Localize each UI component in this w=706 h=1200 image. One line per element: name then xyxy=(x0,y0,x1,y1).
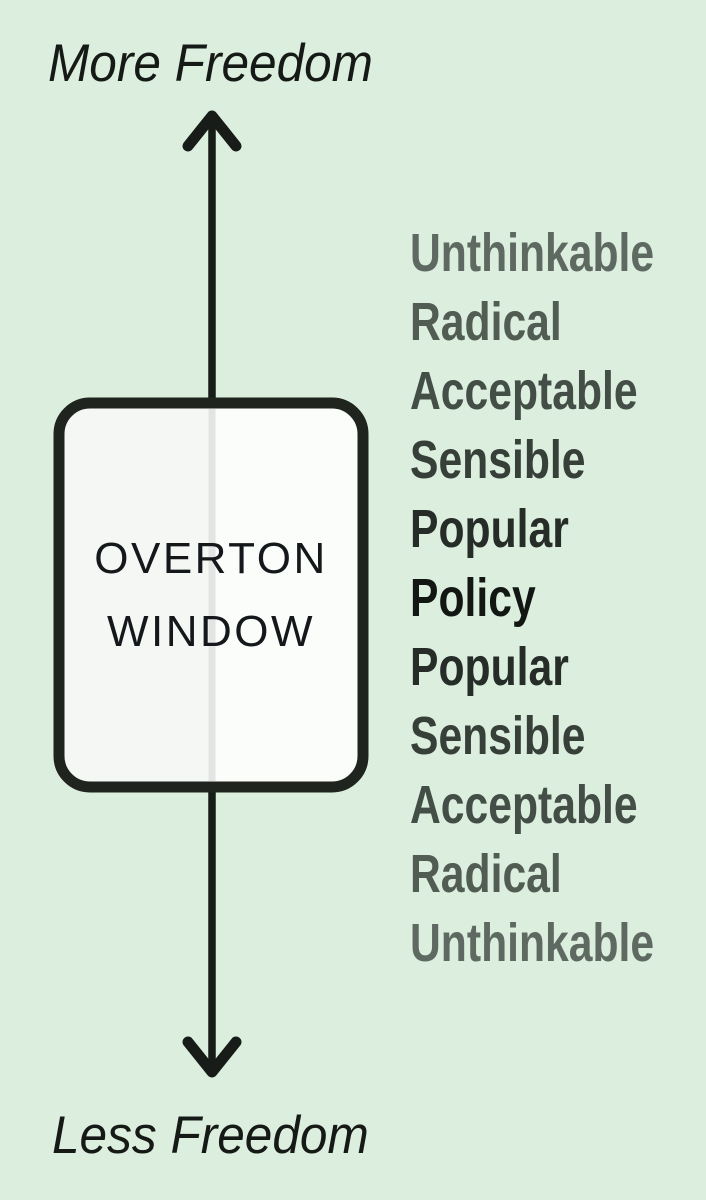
scale-word-label: Sensible xyxy=(410,430,586,490)
arrow-down-icon xyxy=(182,1036,242,1078)
scale-word-label: Popular xyxy=(410,499,569,559)
less-freedom-label: Less Freedom xyxy=(52,1106,369,1165)
scale-word-row: Sensible xyxy=(410,426,706,495)
scale-word-label: Radical xyxy=(410,292,562,352)
scale-word-row: Popular xyxy=(410,495,706,564)
scale-word-label: Sensible xyxy=(410,706,586,766)
scale-word-row: Policy xyxy=(410,564,706,633)
more-freedom-label: More Freedom xyxy=(48,34,373,93)
scale-word-label: Acceptable xyxy=(410,361,638,421)
scale-word-row: Unthinkable xyxy=(410,219,706,288)
scale-word-row: Acceptable xyxy=(410,357,706,426)
scale-word-row: Sensible xyxy=(410,702,706,771)
scale-word-row: Popular xyxy=(410,633,706,702)
scale-word-label: Acceptable xyxy=(410,775,638,835)
scale-word-label: Policy xyxy=(410,568,536,628)
scale-word-label: Unthinkable xyxy=(410,913,655,973)
scale-word-row: Acceptable xyxy=(410,771,706,840)
scale-word-row: Radical xyxy=(410,840,706,909)
acceptance-scale-list: Unthinkable Radical Acceptable Sensible … xyxy=(410,219,706,978)
scale-word-row: Radical xyxy=(410,288,706,357)
scale-word-label: Unthinkable xyxy=(410,223,655,283)
scale-word-label: Radical xyxy=(410,844,562,904)
scale-word-row: Unthinkable xyxy=(410,909,706,978)
scale-word-label: Popular xyxy=(410,637,569,697)
arrow-up-icon xyxy=(182,110,242,152)
